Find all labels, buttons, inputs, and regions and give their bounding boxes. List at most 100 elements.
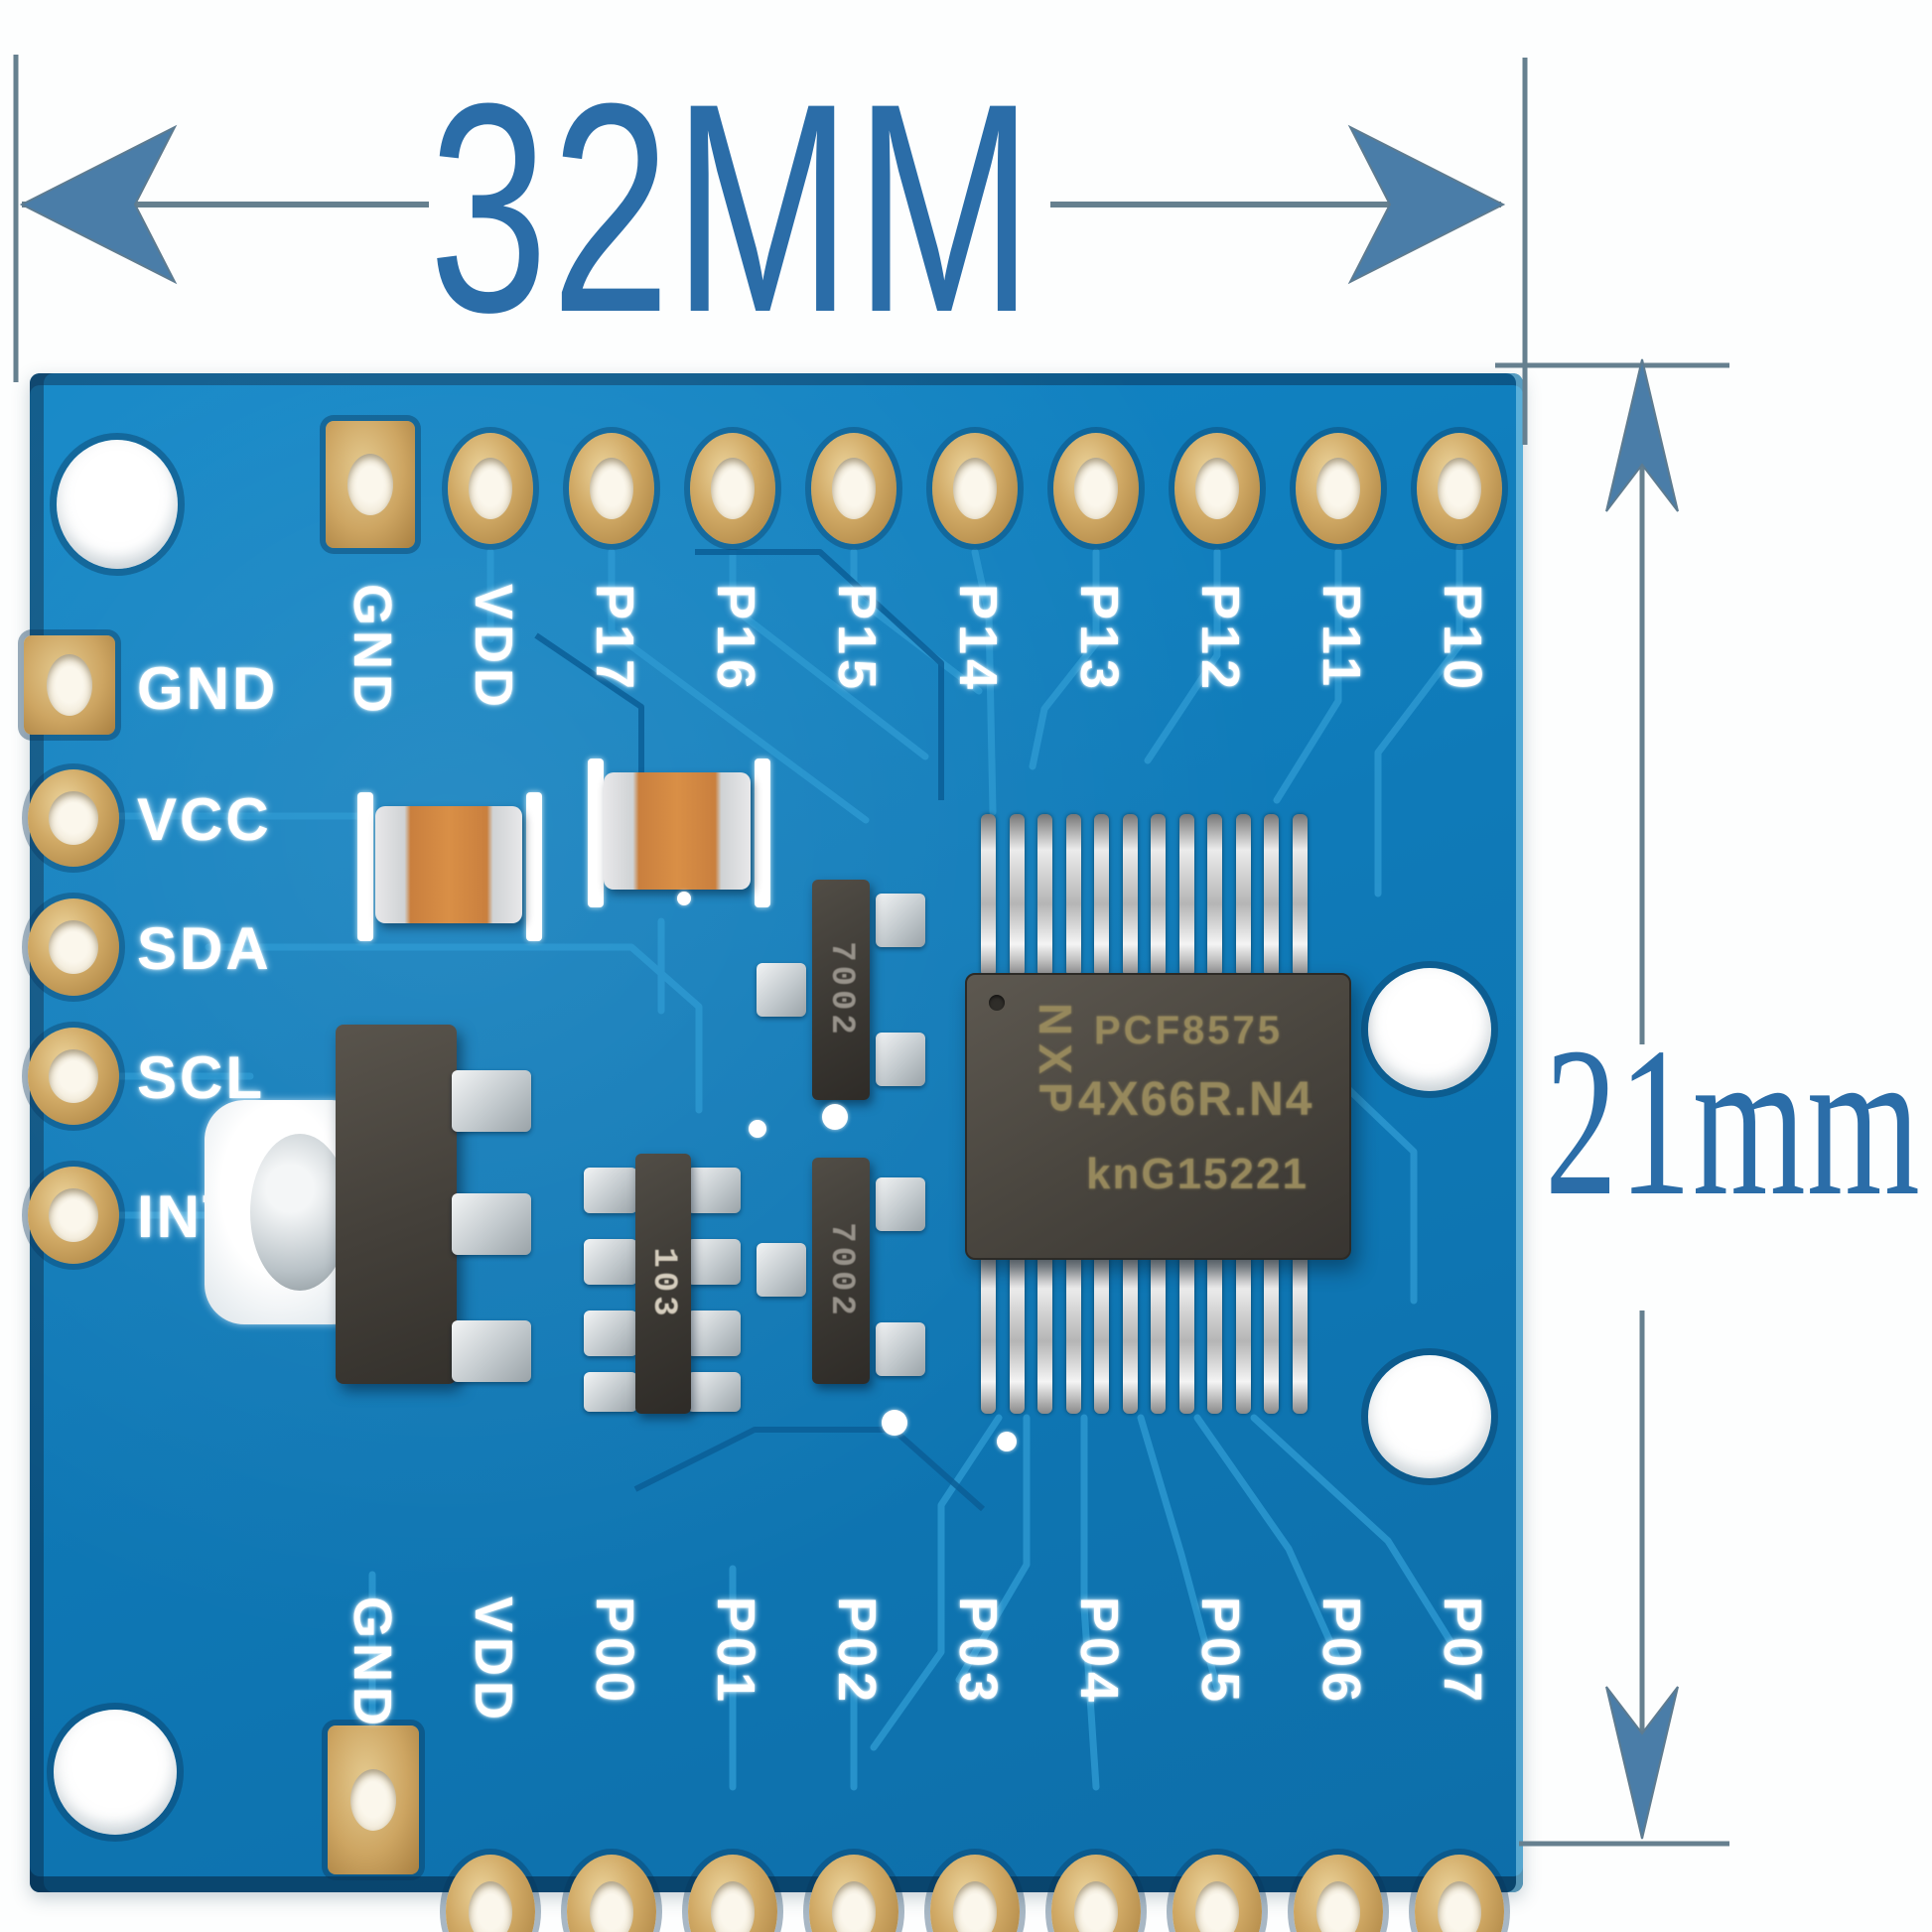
ic-pin [981, 814, 996, 977]
ic-pin [1151, 814, 1166, 977]
dimension-height-label: 21mm [1545, 1003, 1922, 1240]
arrowhead-left [19, 124, 178, 285]
resistor-network-pad [584, 1311, 637, 1356]
ic-marking-line3: knG15221 [1086, 1150, 1309, 1198]
mounting-hole-bottom-left [54, 1710, 177, 1835]
ic-pin [1151, 1253, 1166, 1414]
resistor-network-pad [687, 1168, 741, 1213]
ic-pin [1037, 1253, 1052, 1414]
label-top-p11: P11 [1311, 584, 1371, 692]
resistor-network-pad [584, 1168, 637, 1213]
label-bottom-p06: P06 [1311, 1596, 1371, 1708]
resistor-network-pad [584, 1239, 637, 1285]
label-left-scl: SCL [137, 1044, 265, 1111]
pad-left-gnd [24, 635, 115, 735]
label-bottom-gnd: GND [343, 1596, 402, 1730]
ic-pin [1123, 814, 1138, 977]
ic-pcf8575: NXP PCF8575 4X66R.N4 knG15221 [965, 973, 1351, 1260]
resistor-network-pad [584, 1372, 637, 1412]
label-bottom-p03: P03 [948, 1596, 1008, 1708]
ic-pin [1236, 814, 1251, 977]
transistor-pad [876, 894, 925, 947]
regulator-pin [452, 1193, 531, 1255]
regulator-pin [452, 1320, 531, 1382]
label-bottom-p05: P05 [1190, 1596, 1250, 1708]
mounting-hole-top-left [57, 440, 178, 569]
label-top-p14: P14 [948, 584, 1008, 695]
label-bottom-vdd: VDD [464, 1596, 523, 1725]
pad-left-scl [28, 1028, 119, 1125]
transistor-pad [876, 1033, 925, 1086]
regulator-tab [250, 1134, 349, 1291]
label-top-p13: P13 [1069, 584, 1129, 695]
ic-pin [1094, 1253, 1109, 1414]
ic-pin [1293, 1253, 1308, 1414]
resistor-network-marking: 103 [644, 1247, 682, 1320]
pad-top-gnd [326, 421, 415, 548]
resistor-network-103: 103 [635, 1154, 691, 1414]
pad-top-p12 [1174, 433, 1260, 544]
ic-pin [1066, 1253, 1081, 1414]
transistor-pad [757, 963, 806, 1017]
label-top-vdd: VDD [464, 584, 523, 713]
ic-marking-line2: 4X66R.N4 [1078, 1073, 1314, 1126]
label-bottom-p01: P01 [706, 1596, 765, 1708]
arrowhead-right [1347, 124, 1506, 285]
cap-silkscreen-bracket [588, 759, 604, 907]
label-top-gnd: GND [343, 584, 402, 718]
solder-dot [749, 1120, 766, 1138]
pad-bottom-gnd [328, 1725, 419, 1874]
capacitor [375, 806, 522, 923]
pad-top-p15 [811, 433, 897, 544]
label-top-p17: P17 [585, 584, 644, 695]
transistor-7002: 7002 [812, 880, 870, 1100]
ic-pin [1037, 814, 1052, 977]
ic-pin [1264, 1253, 1279, 1414]
ic-pin [1207, 814, 1222, 977]
label-left-gnd: GND [137, 655, 279, 722]
transistor-pad [876, 1322, 925, 1376]
resistor-network-pad [687, 1239, 741, 1285]
ic-pin [1179, 814, 1194, 977]
dimension-width-label: 32MM [429, 41, 1036, 374]
label-top-p15: P15 [827, 584, 887, 695]
label-top-p12: P12 [1190, 584, 1250, 695]
label-left-sda: SDA [137, 915, 272, 982]
solder-dot [997, 1432, 1017, 1451]
label-bottom-p02: P02 [827, 1596, 887, 1708]
pad-left-int [28, 1167, 119, 1264]
pad-top-p17 [569, 433, 654, 544]
ic-manufacturer-logo: NXP [1030, 1003, 1081, 1121]
cap-silkscreen-bracket [755, 759, 770, 907]
pad-top-p11 [1296, 433, 1381, 544]
transistor-marking: 7002 [822, 1222, 860, 1319]
ic-pin [1066, 814, 1081, 977]
pad-top-vdd [448, 433, 533, 544]
ic-pin [1293, 814, 1308, 977]
ic-marking-line1: PCF8575 [1094, 1009, 1283, 1052]
solder-dot [822, 1104, 848, 1130]
resistor-network-pad [687, 1311, 741, 1356]
pad-top-p10 [1417, 433, 1502, 544]
transistor-pad [876, 1177, 925, 1231]
ic-pin [1094, 814, 1109, 977]
ic-pin [1236, 1253, 1251, 1414]
cap-silkscreen-bracket [357, 792, 373, 941]
arrowhead-up [1605, 358, 1679, 512]
regulator-pin [452, 1070, 531, 1132]
ic-pin [1123, 1253, 1138, 1414]
solder-dot [677, 892, 691, 905]
solder-dot [882, 1410, 907, 1436]
ic-pin [1010, 814, 1025, 977]
pad-top-p16 [690, 433, 775, 544]
resistor-network-pad [687, 1372, 741, 1412]
ic-pin [1264, 814, 1279, 977]
ic-pin1-dimple [989, 995, 1005, 1011]
ic-pin [981, 1253, 996, 1414]
ic-pin [1179, 1253, 1194, 1414]
voltage-regulator [336, 1025, 457, 1384]
mounting-hole-right-upper [1368, 968, 1491, 1091]
ic-pin [1207, 1253, 1222, 1414]
transistor-pad [757, 1243, 806, 1297]
